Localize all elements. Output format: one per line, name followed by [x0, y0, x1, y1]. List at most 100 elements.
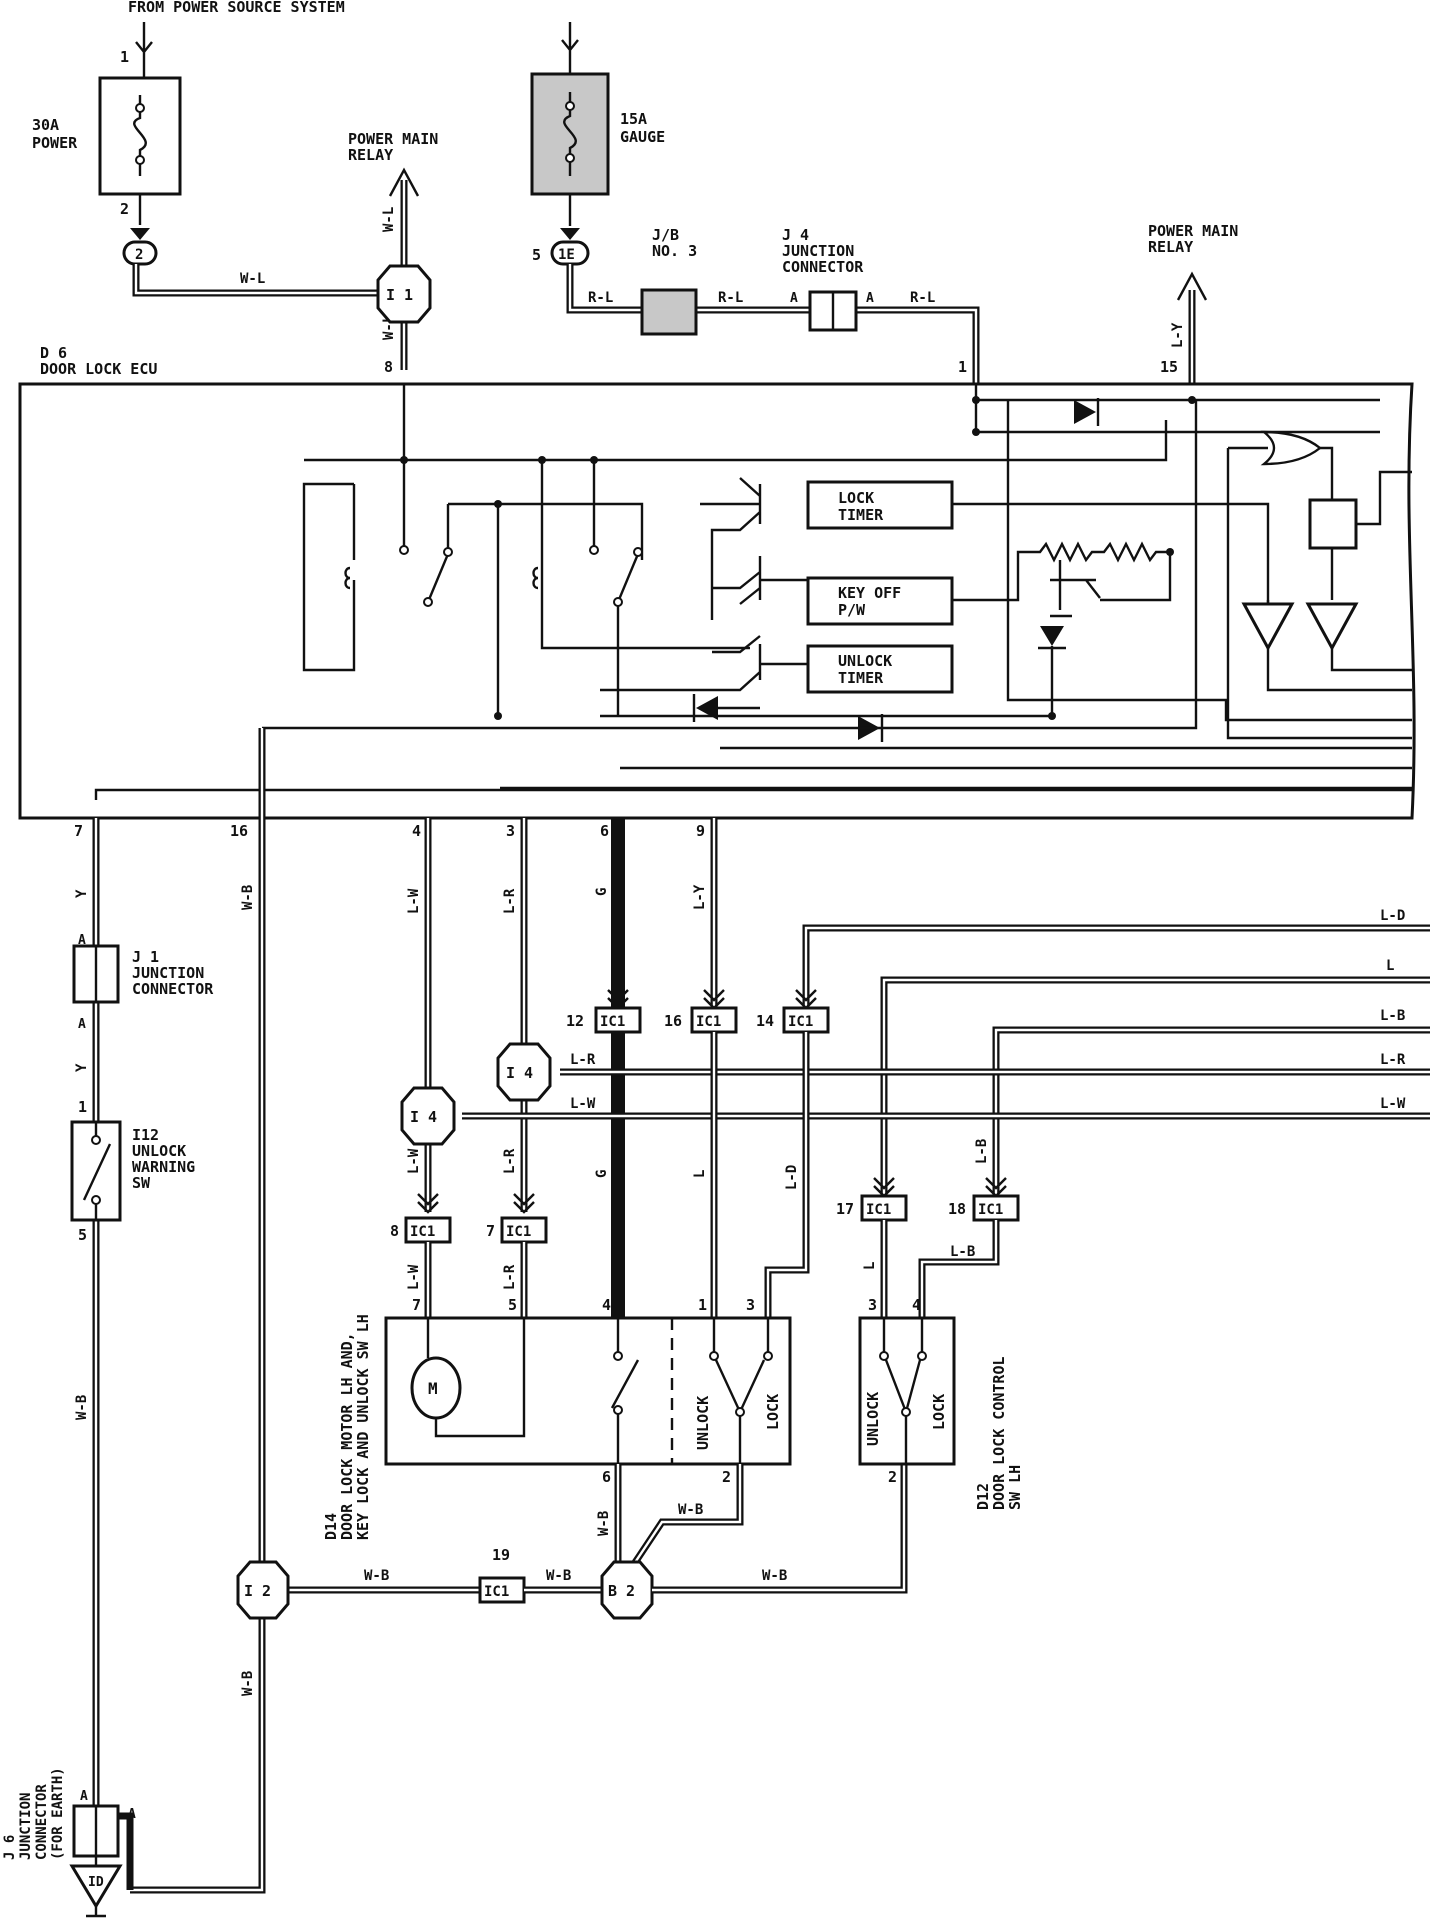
wire-lw-label-2: L-W: [406, 1148, 422, 1174]
wire-lw-label-h: L-W: [570, 1096, 596, 1112]
right-wire-lr: L-R: [1380, 1052, 1406, 1068]
splice-i1-body: [376, 264, 432, 324]
relay-right-line2: RELAY: [1148, 238, 1193, 256]
splice-i4-lower-label: I 4: [410, 1108, 437, 1126]
j6-line3: CONNECTOR: [34, 1784, 50, 1860]
wire-l-label-mid: L: [692, 1170, 708, 1178]
ecu-relay-coil-1: [302, 482, 356, 672]
d12-code: D12: [974, 1483, 992, 1510]
fuse-end-icon: [135, 103, 145, 113]
diode-icon: [1040, 626, 1064, 646]
transistor-lock: [700, 477, 762, 620]
ecu-title-code: D 6: [40, 344, 67, 362]
connector-2-label: 2: [135, 247, 143, 263]
lock-switch-icon: [712, 1318, 770, 1464]
ic1-pin-19: 19: [492, 1546, 510, 1564]
d14-pin-6: 6: [602, 1468, 611, 1486]
right-wire-lb: L-B: [1380, 1008, 1405, 1024]
power-in-arrow: [135, 22, 153, 78]
right-wire-l: L: [1386, 958, 1394, 974]
j4-pin-a-left: A: [790, 291, 798, 306]
splice-i2-label: I 2: [244, 1582, 271, 1600]
ic1-12: [594, 1006, 642, 1034]
contact-icon: [735, 1407, 745, 1417]
wire-wb-label-d12: W-B: [762, 1568, 787, 1584]
ecu-pin-8: 8: [384, 358, 393, 376]
flip-flop-block: [1308, 498, 1358, 550]
contact-icon: [423, 597, 433, 607]
ground-label: ID: [88, 1875, 104, 1890]
d14-pin-7: 7: [412, 1296, 421, 1314]
ecu-pin-3: 3: [506, 822, 515, 840]
fuse-15a: 15A GAUGE 1E 5: [530, 22, 665, 266]
d14-pin-4: 4: [602, 1296, 611, 1314]
wire-lr-label-2: L-R: [502, 1148, 518, 1174]
junction-dot: [1048, 712, 1056, 720]
d12-door-lock-control: 3 4 UNLOCK LOCK 2 D12 DOOR LOCK CONTROL …: [858, 1296, 1024, 1510]
d14-unlock-label: UNLOCK: [694, 1396, 712, 1450]
fuse-element-icon: [563, 92, 577, 176]
d14-pin-1: 1: [698, 1296, 707, 1314]
wire-lb-label-d12: L-B: [950, 1244, 975, 1260]
ecu-pin-6: 6: [600, 822, 609, 840]
fuse-end-icon: [565, 153, 575, 163]
d14-lock-label: LOCK: [764, 1394, 782, 1430]
wire-l-right: [880, 976, 1430, 1196]
junction-dot: [590, 456, 598, 464]
wire-ly-relay-label: L-Y: [1170, 322, 1186, 348]
power-source-label: FROM POWER SOURCE SYSTEM: [128, 0, 345, 16]
contact-icon: [91, 1135, 101, 1145]
key-off-l2: P/W: [838, 601, 866, 619]
wire-wb-label-1: W-B: [240, 885, 256, 910]
fuse-15a-rating: 15A: [620, 110, 647, 128]
diode-bottom-wire: [262, 400, 1198, 742]
wire-l-label-d12: L: [862, 1262, 878, 1270]
wire-rl: [566, 264, 980, 384]
contact-icon: [633, 547, 643, 557]
arrow-up-icon: [1176, 271, 1208, 301]
arrow-down-icon: [513, 1193, 535, 1214]
ic1-12-label: IC1: [600, 1014, 625, 1030]
switch-icon: [82, 1122, 112, 1220]
j4-line2: JUNCTION: [782, 242, 854, 260]
ic1-19: [478, 1576, 526, 1604]
ecu-pin-4: 4: [412, 822, 421, 840]
splice-b2-label: B 2: [608, 1582, 635, 1600]
ic1-8-label: IC1: [410, 1224, 435, 1240]
d14-door-lock-motor: 7 5 4 1 3 M UNLOCK LOCK D14 DOOR LOCK MO…: [322, 1296, 792, 1540]
wire-ld-right: [802, 924, 1430, 1006]
contact-icon: [901, 1407, 911, 1417]
d12-unlock-label: UNLOCK: [864, 1392, 882, 1446]
junction-dot: [494, 712, 502, 720]
splice-b2-body: [600, 1560, 654, 1620]
jb-line1: J/B: [652, 226, 679, 244]
d12-pin-3: 3: [868, 1296, 877, 1314]
splice-i4-lower-body: [400, 1086, 456, 1146]
ic1-row-mid: 8 IC1 7 IC1 17 IC1 18 IC1: [390, 1177, 1020, 1244]
wire-ld-label: L-D: [784, 1165, 800, 1190]
connector-1e-label: 1E: [558, 247, 575, 263]
d14-code: D14: [322, 1513, 340, 1540]
coil-icon: [344, 566, 351, 590]
ic1-pin-18: 18: [948, 1200, 966, 1218]
gauge-in-arrow: [561, 22, 579, 74]
ecu-output-bus: [94, 400, 1412, 800]
ecu-box: [18, 382, 1416, 820]
ecu-pin-16: 16: [230, 822, 248, 840]
junction-dot: [494, 500, 502, 508]
ic1-8: [404, 1216, 452, 1244]
j1-line2: JUNCTION: [132, 964, 204, 982]
buffer-right-icon: [1305, 602, 1359, 652]
splice-i4-upper-body: [496, 1042, 552, 1102]
splice-i4-upper: I 4: [496, 1042, 552, 1102]
contact-icon: [763, 1351, 773, 1361]
diode-mid-icon: [696, 696, 718, 720]
j6-line2: JUNCTION: [18, 1793, 34, 1860]
unlock-timer-block: [806, 644, 954, 694]
wire-lr-label-3: L-R: [502, 1264, 518, 1290]
wire-rl-label-2: R-L: [718, 290, 743, 306]
buffer-outputs: [1266, 470, 1412, 692]
j6-pin-a-top: A: [80, 1789, 88, 1804]
d14-line1: DOOR LOCK MOTOR LH AND,: [338, 1332, 356, 1540]
